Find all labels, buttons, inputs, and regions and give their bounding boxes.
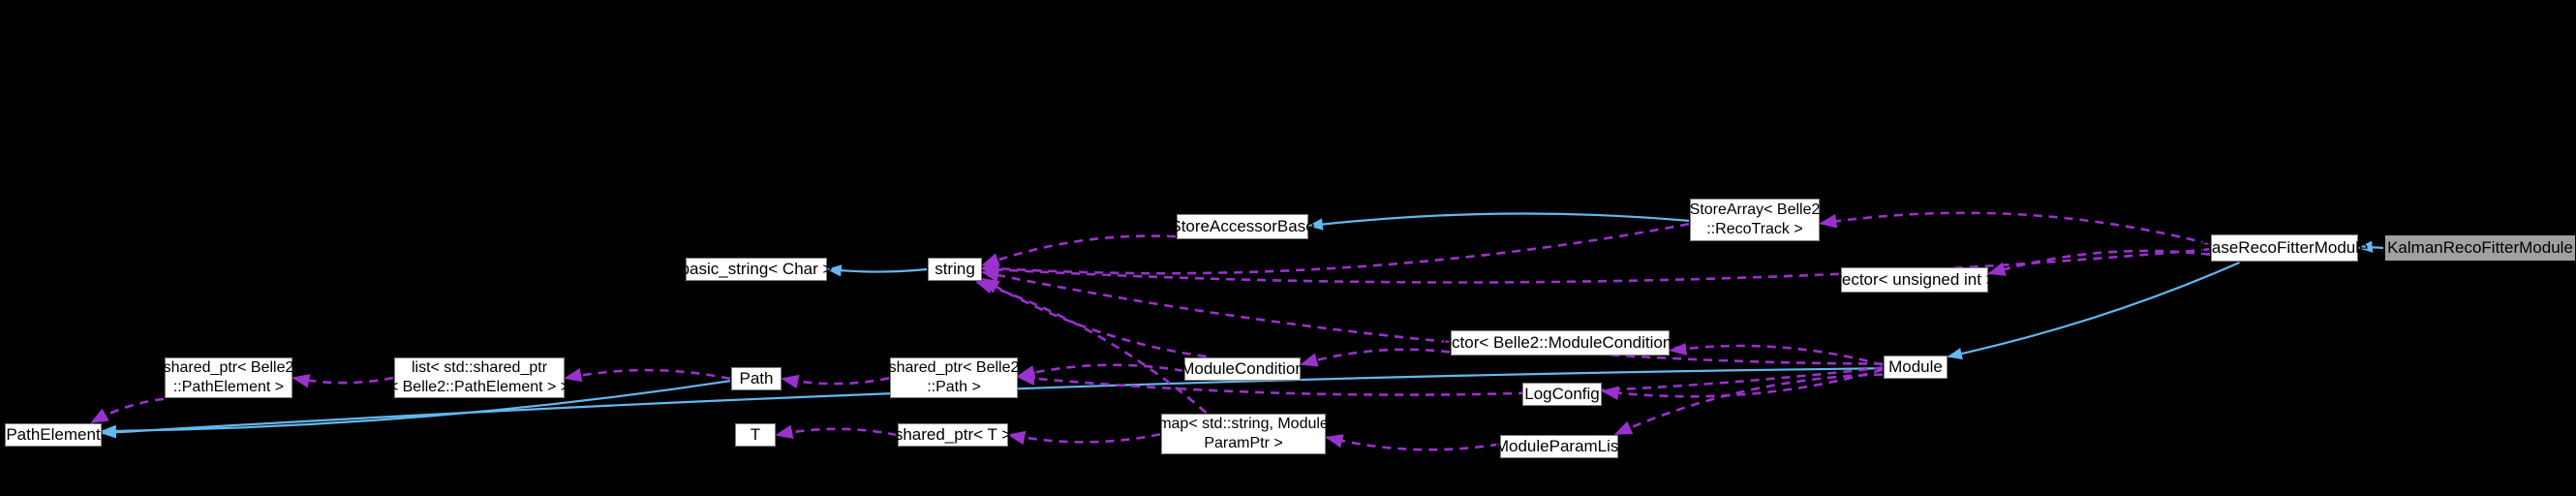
class-node-sharedt[interactable]: shared_ptr< T > [895, 423, 1011, 447]
edge-module-to-sharedpath [1017, 366, 1884, 396]
class-node-vecuint[interactable]: vector< unsigned int > [1833, 267, 1996, 293]
edge-module-to-string [981, 268, 1884, 365]
edge-module-to-vecmodcond [1669, 341, 1884, 366]
edge-module-to-moduleparamlist [1613, 373, 1884, 436]
edge-string-to-basicstring [826, 264, 928, 277]
class-node-storeaccessor[interactable]: StoreAccessorBase [1170, 214, 1315, 239]
class-node-kalman[interactable]: KalmanRecoFitterModule [2384, 234, 2576, 262]
edge-modulecond-to-sharedpath [1017, 363, 1184, 380]
edge-path-to-listshared [564, 368, 731, 383]
class-node-mapstring[interactable]: map< std::string, Module ParamPtr > [1158, 414, 1329, 454]
class-node-moduleparamlist[interactable]: ModuleParamList [1495, 435, 1623, 458]
edge-storearray-to-string [981, 222, 1690, 276]
class-node-baserecofitter[interactable]: BaseRecoFitterModule [2201, 234, 2368, 262]
class-node-string[interactable]: string [928, 258, 982, 281]
class-node-listshared[interactable]: list< std::shared_ptr < Belle2::PathElem… [389, 357, 569, 398]
edge-moduleparamlist-to-mapstring [1325, 434, 1500, 451]
edge-baserecofitter-to-module [1947, 261, 2240, 360]
edge-sharedt-to-t [775, 424, 898, 439]
class-node-module[interactable]: Module [1884, 356, 1947, 379]
edge-vecmodcond-to-modulecond [1300, 348, 1451, 367]
class-node-storearray[interactable]: StoreArray< Belle2 ::RecoTrack > [1690, 199, 1820, 241]
edge-kalman-to-baserecofitter [2357, 240, 2384, 253]
class-node-basicstring[interactable]: basic_string< Char > [681, 258, 832, 281]
edge-path-to-pathelement [101, 380, 731, 437]
edge-baserecofitter-to-string [981, 247, 2211, 284]
edge-baserecofitter-to-storearray [1819, 211, 2211, 246]
class-node-sharedpathel[interactable]: shared_ptr< Belle2 ::PathElement > [164, 357, 293, 398]
edge-mapstring-to-string [975, 280, 1208, 414]
class-node-path[interactable]: Path [731, 367, 782, 390]
edge-listshared-to-sharedpathel [291, 374, 394, 388]
edge-modulecond-to-string [981, 277, 1207, 358]
class-node-t[interactable]: T [735, 423, 776, 447]
edge-baserecofitter-to-vecuint [1987, 249, 2211, 276]
class-node-logconfig[interactable]: LogConfig [1522, 383, 1602, 406]
edge-storearray-to-storeaccessor [1307, 212, 1690, 231]
edge-sharedpath-to-path [781, 374, 890, 389]
edge-module-to-logconfig [1601, 368, 1884, 400]
class-node-pathelement[interactable]: PathElement [5, 423, 102, 447]
class-node-modulecond[interactable]: ModuleCondition [1181, 357, 1304, 381]
edge-mapstring-to-sharedt [1007, 430, 1161, 446]
edge-storeaccessor-to-string [981, 234, 1177, 267]
edge-sharedpathel-to-pathelement [90, 397, 165, 424]
class-node-vecmodcond[interactable]: vector< Belle2::ModuleCondition > [1434, 330, 1686, 356]
class-node-sharedpath[interactable]: shared_ptr< Belle2 ::Path > [889, 357, 1019, 398]
